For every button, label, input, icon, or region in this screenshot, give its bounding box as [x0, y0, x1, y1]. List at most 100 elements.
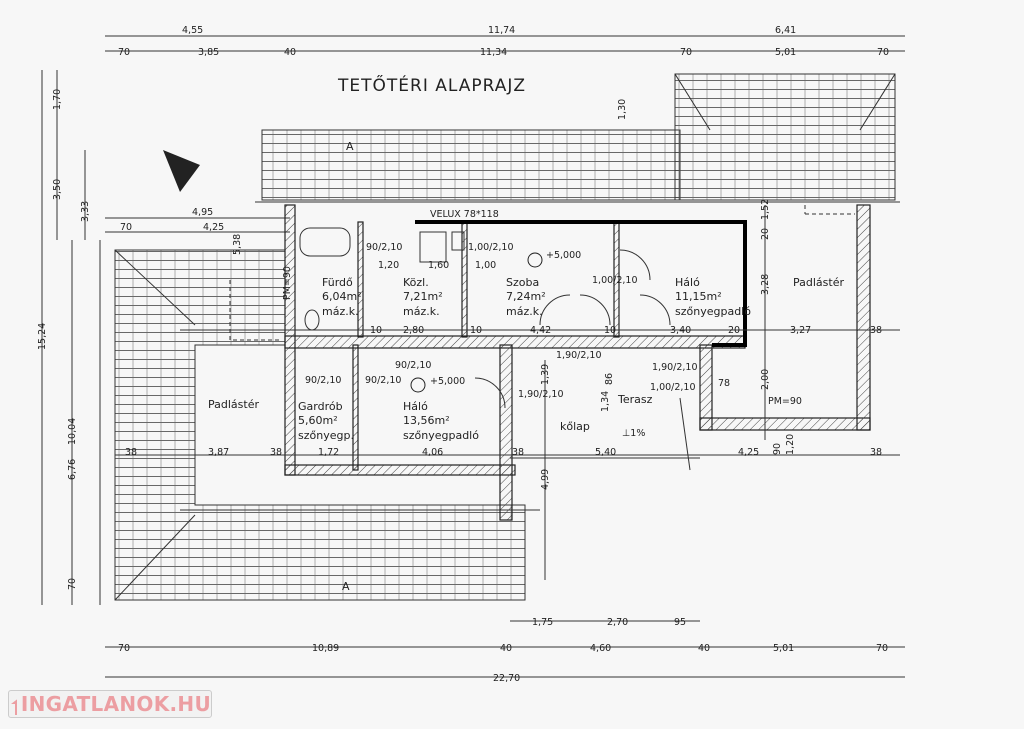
- dim: 4,95: [192, 207, 213, 218]
- left-dimensions: 1,70 3,50 3,33 15,24 10,04 6,76 70 4,95 …: [37, 70, 290, 605]
- room-floor: szőnyegp.: [298, 429, 354, 442]
- room-name: Gardrób: [298, 400, 343, 413]
- room-furdo: Fürdő 6,04m² máz.k.: [322, 276, 362, 318]
- dim: 70: [118, 643, 130, 654]
- dim: 3,87: [208, 447, 229, 458]
- dim: 38: [270, 447, 282, 458]
- room-area: 7,24m²: [506, 290, 546, 303]
- dim: 4,25: [203, 222, 224, 233]
- dim: 1,20: [378, 260, 399, 271]
- dim: 40: [284, 47, 296, 58]
- room-name: Fürdő: [322, 276, 353, 289]
- dim: 1,72: [318, 447, 339, 458]
- dim: 4,99: [540, 469, 551, 490]
- dim: 3,50: [52, 179, 63, 200]
- velux-label: VELUX 78*118: [430, 209, 499, 220]
- room-name: Szoba: [506, 276, 539, 289]
- room-padlaster-left: Padlástér: [208, 398, 259, 411]
- dim: 40: [500, 643, 512, 654]
- dim: 3,40: [670, 325, 691, 336]
- room-floor: máz.k.: [322, 305, 359, 318]
- room-szoba: Szoba 7,24m² máz.k.: [506, 276, 546, 318]
- room-name: Közl.: [403, 276, 429, 289]
- door-label: 90/2,10: [305, 375, 341, 386]
- door-label: 1,90/2,10: [518, 389, 564, 400]
- dim: 1,34: [600, 391, 611, 412]
- door-label: 1,00/2,10: [650, 382, 696, 393]
- dim: 1,60: [428, 260, 449, 271]
- room-padlaster-right: Padlástér: [793, 276, 844, 289]
- room-floor: máz.k.: [506, 305, 543, 318]
- plan-title: TETŐTÉRI ALAPRAJZ: [337, 74, 526, 96]
- house-icon: [11, 699, 17, 715]
- watermark-logo: INGATLANOK.HU: [8, 690, 212, 718]
- dim: 5,40: [595, 447, 616, 458]
- pm-label: PM=90: [282, 266, 293, 300]
- dim: 38: [870, 447, 882, 458]
- room-floor: máz.k.: [403, 305, 440, 318]
- dim: 70: [67, 578, 78, 590]
- dim: 90: [772, 443, 783, 455]
- room-halo-upper: Háló 11,15m² szőnyegpadló: [675, 276, 751, 318]
- room-name: Terasz: [617, 393, 653, 406]
- room-floor: szőnyegpadló: [675, 305, 751, 318]
- room-area: 11,15m²: [675, 290, 722, 303]
- dim: 22,70: [493, 673, 520, 684]
- section-mark: A: [346, 140, 354, 153]
- dim: 4,55: [182, 25, 203, 36]
- level-marker-icon: [527, 252, 543, 268]
- dim: 10: [370, 325, 382, 336]
- dim: 70: [680, 47, 692, 58]
- dim: 70: [877, 47, 889, 58]
- room-halo-lower: Háló 13,56m² szőnyegpadló: [403, 400, 479, 442]
- dim: 70: [876, 643, 888, 654]
- dim: 11,74: [488, 25, 515, 36]
- watermark-text: INGATLANOK.HU: [20, 692, 211, 716]
- door-label: 1,00/2,10: [468, 242, 514, 253]
- bottom-dimensions: 1,75 2,70 95 70 10,89 40 4,60 40 5,01 70…: [105, 617, 905, 684]
- room-area: 5,60m²: [298, 414, 338, 427]
- dim: 38: [125, 447, 137, 458]
- dim: 15,24: [37, 323, 48, 350]
- dim: 20: [760, 228, 771, 240]
- room-area: 7,21m²: [403, 290, 443, 303]
- dim: 40: [698, 643, 710, 654]
- dim: 4,60: [590, 643, 611, 654]
- dim: 2,70: [607, 617, 628, 628]
- dim: 1,30: [617, 99, 628, 120]
- dim: 6,76: [67, 459, 78, 480]
- room-area: 13,56m²: [403, 414, 450, 427]
- walls: [229, 204, 871, 521]
- dim: 4,25: [738, 447, 759, 458]
- room-name: Háló: [403, 400, 428, 413]
- level-marker-icon: [410, 377, 426, 393]
- dim: 70: [120, 222, 132, 233]
- dim: 10,04: [67, 418, 78, 445]
- dim: 1,75: [532, 617, 553, 628]
- dim: 38: [870, 325, 882, 336]
- dim: 2,80: [403, 325, 424, 336]
- dim: 10,89: [312, 643, 339, 654]
- pm-label: PM=90: [768, 396, 802, 407]
- dim: 70: [118, 47, 130, 58]
- door-label: 1,00/2,10: [592, 275, 638, 286]
- section-mark: A: [342, 580, 350, 593]
- door-label: 90/2,10: [366, 242, 402, 253]
- roof-areas: [114, 73, 900, 601]
- dim: 5,01: [775, 47, 796, 58]
- door-label: 1,90/2,10: [556, 350, 602, 361]
- dim: 38: [512, 447, 524, 458]
- slope-label: ⊥1%: [622, 428, 645, 439]
- dim: 2,00: [760, 369, 771, 390]
- dim: 20: [728, 325, 740, 336]
- dim: 6,41: [775, 25, 796, 36]
- room-floor: szőnyegpadló: [403, 429, 479, 442]
- dim: 3,85: [198, 47, 219, 58]
- level-label: +5,000: [546, 250, 581, 261]
- door-label: 90/2,10: [365, 375, 401, 386]
- dim: 5,01: [773, 643, 794, 654]
- dim: 1,20: [785, 434, 796, 455]
- room-gardrob: Gardrób 5,60m² szőnyegp.: [298, 400, 354, 442]
- dim: 3,28: [760, 274, 771, 295]
